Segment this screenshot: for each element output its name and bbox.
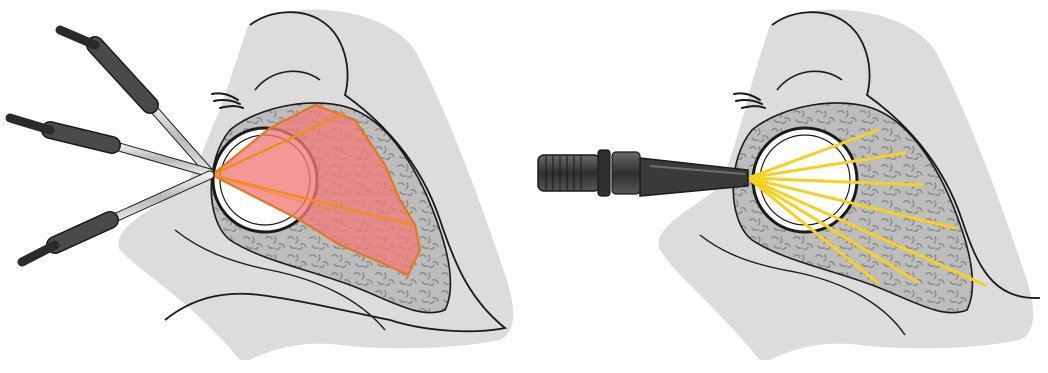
right-panel: [538, 10, 1040, 360]
right-fiber-handpiece: [538, 150, 748, 196]
left-panel: [10, 10, 513, 360]
